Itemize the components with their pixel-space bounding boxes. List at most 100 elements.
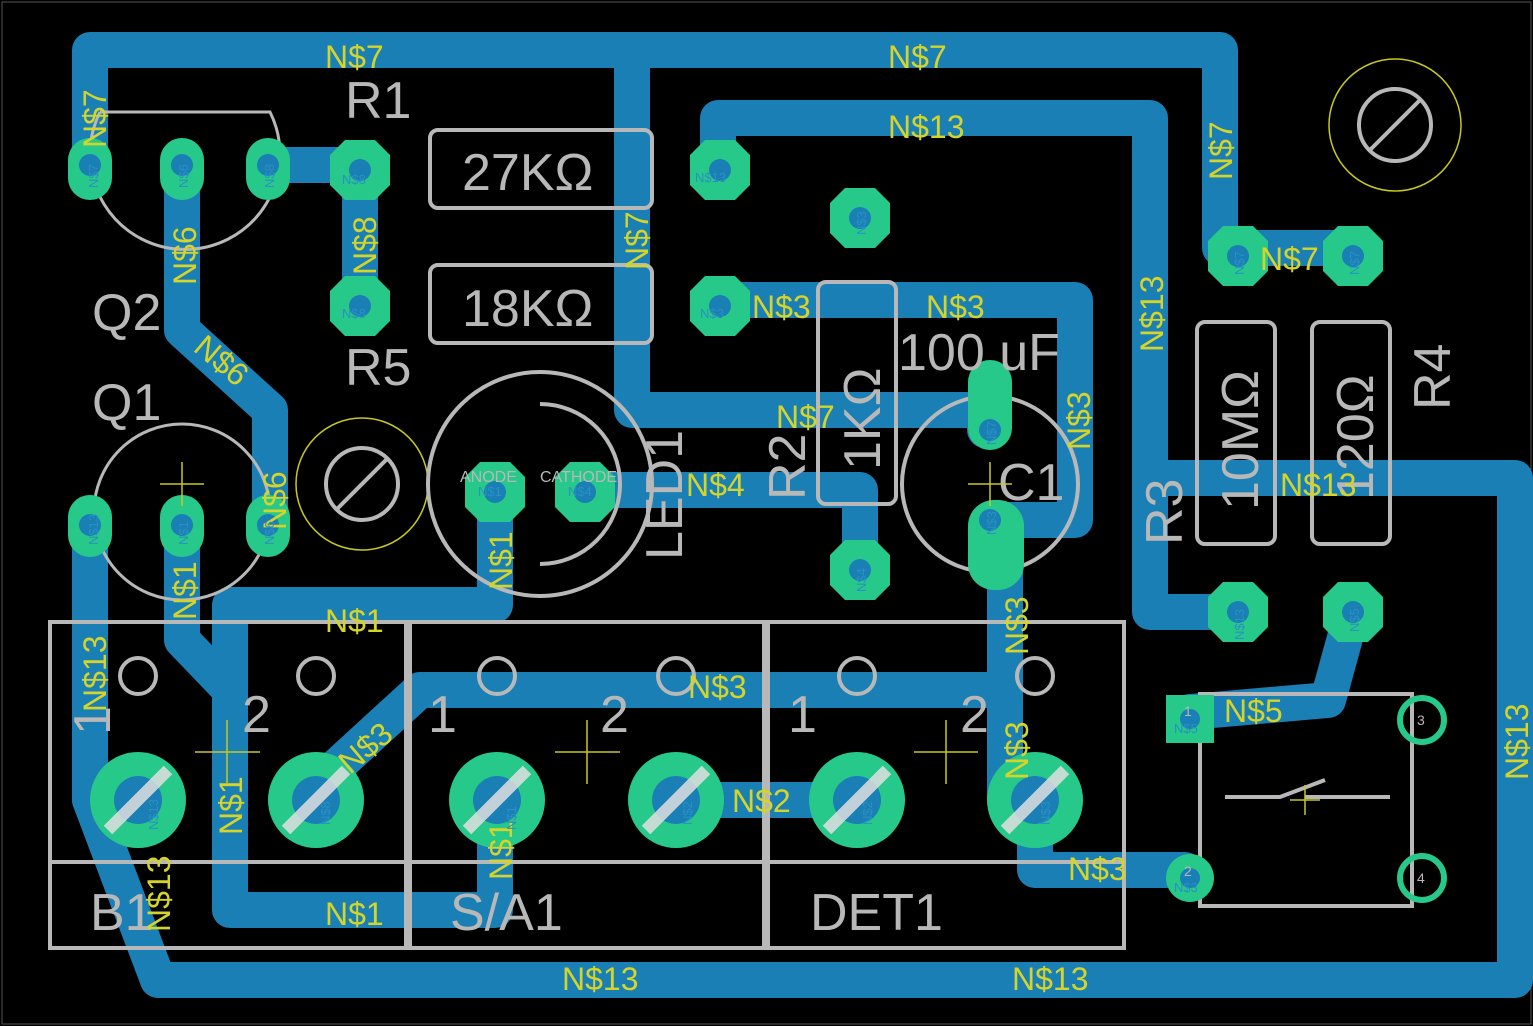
pad-tag: N$4 xyxy=(568,484,592,499)
q1-ref: Q1 xyxy=(92,374,161,432)
net-label-n13: N$13 xyxy=(888,109,965,145)
switch-pin-4: 4 xyxy=(1417,870,1425,886)
drill-hole xyxy=(1342,601,1364,623)
net-label-n1: N$1 xyxy=(167,561,203,620)
r5-value: 18KΩ xyxy=(462,280,593,338)
det1-ref: DET1 xyxy=(810,884,943,942)
sa1-ref: S/A1 xyxy=(450,884,563,942)
r1-value: 27KΩ xyxy=(462,144,593,202)
r1-body xyxy=(428,128,654,210)
net-label-n3: N$3 xyxy=(1061,391,1097,450)
r3-ref: R3 xyxy=(1136,479,1194,545)
r2-value: 1KΩ xyxy=(834,368,892,470)
drill-hole xyxy=(574,481,596,503)
component-labels: R1 27KΩ 18KΩ R5 Q2 Q1 100 uF C1 1KΩ R2 1… xyxy=(64,72,1462,942)
net-label-n3: N$3 xyxy=(999,721,1035,780)
switch-pin-1: 1 xyxy=(1184,703,1192,719)
q2-ref: Q2 xyxy=(92,284,161,342)
switch-body xyxy=(1198,692,1414,908)
pad-tag: N$3 xyxy=(1174,880,1198,895)
net-label-n7: N$7 xyxy=(776,399,835,435)
pad-tag: N$2 xyxy=(680,801,695,825)
pad-tag: N$1 xyxy=(176,521,191,545)
net-label-n1: N$1 xyxy=(483,821,519,880)
r3-value: 10MΩ xyxy=(1212,370,1270,510)
pad-tag: N$8 xyxy=(318,801,333,825)
origin-markers xyxy=(160,462,1320,815)
net-label-n3: N$3 xyxy=(1068,851,1127,887)
switch-pad-3 xyxy=(1397,695,1447,745)
net-label-n3: N$3 xyxy=(999,596,1035,655)
pad-tag: N$8 xyxy=(342,306,366,321)
r4-body xyxy=(1310,320,1392,546)
net-label-n1: N$1 xyxy=(325,896,384,932)
net-label-n3: N$3 xyxy=(926,289,985,325)
sa1-pin-2: 2 xyxy=(600,686,629,744)
net-label-n13: N$13 xyxy=(141,856,177,933)
net-label-n7: N$7 xyxy=(1260,241,1319,277)
mounting-hole-tr-slash xyxy=(1368,98,1422,152)
switch-symbol xyxy=(1225,778,1390,799)
drill-hole xyxy=(171,514,193,536)
net-label-n3: N$3 xyxy=(752,289,811,325)
drill-hole xyxy=(1227,245,1249,267)
b1-marker-1 xyxy=(118,656,158,696)
drill-hole xyxy=(849,559,871,581)
pads xyxy=(68,138,1447,903)
drill-hole xyxy=(1342,245,1364,267)
r5-ref: R5 xyxy=(345,339,411,397)
switch-pin-3: 3 xyxy=(1417,712,1425,728)
pad-tag: N$4 xyxy=(854,568,869,592)
trace-n3-r5 xyxy=(700,282,1203,888)
drill-hole xyxy=(349,295,371,317)
net-label-n7: N$7 xyxy=(325,39,384,75)
pad-tag: N$13 xyxy=(86,514,101,545)
sa1-pin-1: 1 xyxy=(428,686,457,744)
drill-hole xyxy=(1180,709,1200,729)
r1-ref: R1 xyxy=(345,72,411,130)
drill-hole xyxy=(1227,601,1249,623)
switch-pin-2: 2 xyxy=(1184,863,1192,879)
pad-slash xyxy=(281,765,351,835)
trace-n6 xyxy=(164,147,288,548)
net-label-n4: N$4 xyxy=(686,467,745,503)
r2-ref: R2 xyxy=(759,434,817,500)
pad-tag: N$2 xyxy=(860,801,875,825)
mounting-hole-left-inner xyxy=(324,446,400,522)
pad-tag: N$5 xyxy=(1174,721,1198,736)
pad-tag: N$3 xyxy=(854,211,869,235)
switch-pad-4 xyxy=(1397,853,1447,903)
net-label-n7: N$7 xyxy=(888,39,947,75)
det1-pin-1: 1 xyxy=(788,686,817,744)
b1-ref: B1 xyxy=(90,884,154,942)
net-label-n3: N$3 xyxy=(688,669,747,705)
b1-pin-2: 2 xyxy=(242,686,271,744)
drill-hole xyxy=(979,419,1001,441)
pad-tag: N$1 xyxy=(504,806,519,830)
det1-pin-2: 2 xyxy=(960,686,989,744)
net-label-n8: N$8 xyxy=(347,216,383,275)
trace-n1-led xyxy=(212,472,513,708)
r3-body xyxy=(1195,320,1277,546)
pad-tag: N$6 xyxy=(176,164,191,188)
drill-hole xyxy=(79,154,101,176)
led1-cathode-label: CATHODE xyxy=(540,469,617,486)
led1-outline xyxy=(426,370,654,598)
b1-marker-2 xyxy=(296,656,336,696)
b1-block xyxy=(48,620,408,950)
drill-hole xyxy=(849,207,871,229)
led1-ref: LED1 xyxy=(636,430,694,560)
pad-slash xyxy=(641,765,711,835)
net-label-n2: N$2 xyxy=(732,783,791,819)
net-label-n1: N$1 xyxy=(213,776,249,835)
net-label-n6: N$6 xyxy=(257,471,293,530)
net-label-n13: N$13 xyxy=(1280,467,1357,503)
pad-slash xyxy=(103,765,173,835)
pad-tag: N$8 xyxy=(262,164,277,188)
led1-inner-arc xyxy=(539,402,622,566)
pad-tag: N$7 xyxy=(984,421,999,445)
pad-tag: N$7 xyxy=(1232,251,1247,275)
silkscreen xyxy=(48,58,1462,950)
led1-anode-label: ANODE xyxy=(460,469,517,486)
